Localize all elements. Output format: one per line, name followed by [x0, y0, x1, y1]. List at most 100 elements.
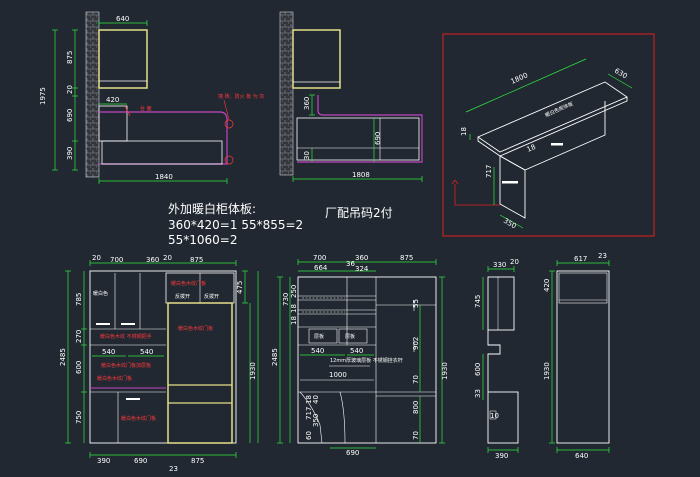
dim-390: 390 [97, 457, 110, 465]
label-wall-tile: 墙 砖、防火 板 为 灰 [218, 93, 264, 100]
label-door-1: 暖白色木纹门板 [171, 280, 206, 287]
dim-875: 875 [190, 256, 203, 264]
dim-690: 690 [66, 109, 74, 122]
upper-cabinet [98, 29, 148, 89]
notes: 外加暖白柜体板: 360*420=1 55*855=2 55*1060=2 厂配… [168, 201, 393, 247]
top-left-elevation: 640 1975 875 20 690 390 420 1840 台 面 墙 砖… [39, 11, 264, 184]
cabinet-outline [297, 276, 437, 444]
note-line1: 外加暖白柜体板: [168, 201, 256, 216]
table-leg-front [499, 155, 526, 219]
dim-540a: 540 [102, 348, 115, 356]
dim-10: 10 [490, 412, 499, 420]
dim-55: 55 [412, 299, 420, 308]
dim-750: 750 [75, 411, 83, 424]
dim-1840: 1840 [155, 173, 173, 181]
brick-wall [85, 11, 100, 178]
label-glass-shelf: 12mm厚玻璃层板 不锈钢挂衣杆 [330, 357, 403, 364]
dim-330: 330 [493, 261, 506, 269]
label-door-4: 暖白色木纹门板 [121, 415, 156, 422]
dim-875: 875 [66, 51, 74, 64]
dim-60: 60 [305, 431, 313, 440]
dim-1975: 1975 [39, 87, 47, 105]
dim-20: 20 [510, 258, 519, 266]
dim-360: 360 [355, 254, 368, 262]
dim-617: 617 [574, 255, 587, 263]
dim-640: 640 [116, 15, 129, 23]
label-door-2: 暖白色木纹门板 [178, 325, 213, 332]
dim-540b: 540 [140, 348, 153, 356]
base-cabinet [296, 117, 420, 161]
countertop-outline [297, 95, 423, 163]
wall-panel [98, 105, 128, 142]
dim-875b: 875 [191, 457, 204, 465]
dim-600: 600 [75, 361, 83, 374]
label-door-shelf: 暖白色木纹门板加层板 [101, 362, 151, 369]
dim-902: 902 [412, 337, 420, 350]
note-right: 厂配吊码2付 [325, 206, 393, 220]
dim-23: 23 [169, 465, 178, 473]
dim-390: 390 [66, 147, 74, 160]
label-reverse-2: 反拨开 [204, 293, 219, 300]
label-door-3: 暖白色木纹门板 [97, 375, 132, 382]
dim-30: 30 [303, 151, 311, 160]
dim-18-top: 18 [460, 127, 468, 136]
dim-23: 23 [598, 252, 607, 260]
dim-20a: 20 [92, 254, 101, 262]
note-line3: 55*1060=2 [168, 233, 238, 247]
cabinet-outline [89, 270, 237, 444]
dim-1808: 1808 [352, 171, 370, 179]
dim-1930: 1930 [249, 362, 257, 380]
dim-700: 700 [313, 254, 326, 262]
dim-250: 250 [290, 285, 298, 298]
dim-730: 730 [282, 293, 290, 306]
label-countertop: 台 面 [140, 105, 152, 112]
label-shelf-1: 层板 [314, 333, 324, 340]
dim-800: 800 [412, 401, 420, 414]
bottom-left-elevation: 20 700 360 20 875 785 475 270 2485 1930 … [59, 254, 259, 473]
dim-785: 785 [75, 293, 83, 306]
bottom-right-side-view-2: 617 23 420 1930 640 [543, 252, 610, 460]
dim-390: 390 [495, 452, 508, 460]
top-right-table-3d: 1800 630 18 18 717 350 暖白色柜体板 [442, 33, 655, 237]
dim-700: 700 [110, 256, 123, 264]
dim-36: 36 [346, 260, 355, 268]
dim-20b: 20 [163, 254, 172, 262]
dim-350: 350 [312, 414, 320, 427]
dim-270: 270 [75, 330, 83, 343]
dim-420: 420 [543, 279, 551, 292]
dim-717: 717 [485, 165, 493, 178]
dim-600: 600 [474, 363, 482, 376]
dim-640: 640 [575, 452, 588, 460]
label-warm-white: 暖白色 [93, 290, 108, 297]
dim-2485: 2485 [59, 348, 67, 366]
dim-40: 40 [312, 395, 320, 404]
countertop-outline [99, 111, 228, 165]
base-cabinet [101, 140, 223, 165]
dim-18c: 18 [305, 395, 313, 404]
dim-475: 475 [236, 281, 244, 294]
note-line2: 360*420=1 55*855=2 [168, 218, 303, 232]
dim-717: 717 [305, 407, 313, 420]
dim-745: 745 [474, 295, 482, 308]
bottom-right-side-view-1: 330 20 745 600 33 10 390 [474, 258, 519, 460]
upper-cabinet [292, 29, 341, 89]
dim-540b: 540 [350, 347, 363, 355]
label-board: 暖白色柜体板 [544, 100, 574, 119]
dim-1930: 1930 [441, 362, 449, 380]
dim-875: 875 [400, 254, 413, 262]
dim-70b: 70 [412, 431, 420, 440]
dim-690: 690 [346, 449, 359, 457]
dim-1930: 1930 [543, 362, 551, 380]
dim-1800: 1800 [510, 71, 530, 86]
dim-18-side: 18 [526, 143, 537, 154]
dim-1000: 1000 [329, 371, 347, 379]
dim-690: 690 [374, 132, 382, 145]
dim-664: 664 [314, 264, 328, 272]
bottom-middle-elevation: 700 360 875 664 36 324 730 18 250 2485 5… [271, 254, 449, 457]
dim-690: 690 [134, 457, 147, 465]
dim-20: 20 [66, 85, 74, 94]
dim-70a: 70 [412, 375, 420, 384]
top-middle-elevation: 360 30 690 1808 [279, 11, 423, 182]
